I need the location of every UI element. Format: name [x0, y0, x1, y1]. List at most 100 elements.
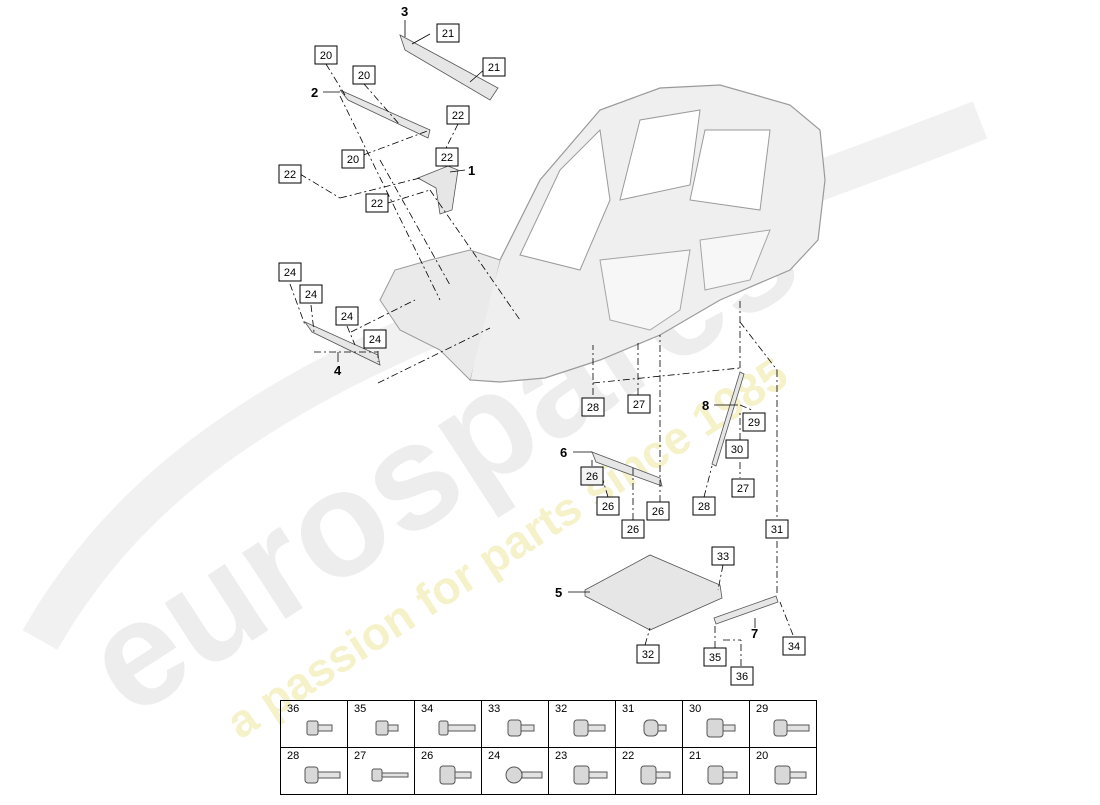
- fastener-row: 28 27 26 24 23 22 21 20: [280, 747, 817, 795]
- part-number-8: 8: [702, 398, 709, 413]
- bolt-icon: [438, 720, 476, 736]
- callout-32: 32: [636, 644, 660, 664]
- fastener-number: 22: [622, 750, 635, 762]
- svg-text:27: 27: [633, 399, 645, 411]
- callout-21-a: 21: [436, 23, 460, 43]
- bolt-icon: [773, 719, 810, 737]
- fastener-number: 29: [756, 703, 769, 715]
- fastener-number: 32: [555, 703, 568, 715]
- watermark: eurospares a passion for parts since 198…: [22, 101, 988, 748]
- callout-22-c: 22: [365, 193, 389, 213]
- fastener-cell: 29: [749, 700, 817, 748]
- part-5-floor-brace: [584, 554, 723, 631]
- fastener-cell: 33: [481, 700, 549, 748]
- callout-31: 31: [765, 519, 789, 539]
- fastener-number: 33: [488, 703, 501, 715]
- part-numbers: 3 2 1 4 6 8 5 7: [311, 4, 758, 641]
- svg-text:22: 22: [441, 152, 453, 164]
- fastener-number: 27: [354, 750, 367, 762]
- callout-24-d: 24: [363, 329, 387, 349]
- callout-28-a: 28: [581, 397, 605, 417]
- fastener-cell: 27: [347, 747, 415, 795]
- callout-28-b: 28: [692, 496, 716, 516]
- svg-text:30: 30: [731, 444, 743, 456]
- fastener-cell: 21: [682, 747, 750, 795]
- fastener-number: 28: [287, 750, 300, 762]
- bolt-icon: [306, 720, 333, 736]
- callout-35: 35: [703, 647, 727, 667]
- svg-text:31: 31: [771, 524, 783, 536]
- fastener-number: 30: [689, 703, 702, 715]
- fastener-cell: 32: [548, 700, 616, 748]
- part-number-6: 6: [560, 445, 567, 460]
- part-number-1: 1: [468, 163, 475, 178]
- fastener-cell: 22: [615, 747, 683, 795]
- svg-text:33: 33: [717, 551, 729, 563]
- fastener-cell: 34: [414, 700, 482, 748]
- car-body-shell: [379, 84, 826, 383]
- callout-24-c: 24: [335, 306, 359, 326]
- part-number-3: 3: [401, 4, 408, 19]
- callout-26-a: 26: [580, 466, 604, 486]
- part-4-rail: [303, 321, 381, 366]
- callout-22-a: 22: [446, 105, 470, 125]
- bolt-icon: [304, 766, 341, 784]
- part-1-pillar: [417, 165, 459, 215]
- fastener-cell: 26: [414, 747, 482, 795]
- svg-text:27: 27: [737, 483, 749, 495]
- svg-text:29: 29: [748, 417, 760, 429]
- fastener-row: 36 35 34 33 32 31 30 29: [280, 700, 817, 748]
- svg-text:22: 22: [452, 110, 464, 122]
- part-6-sill: [591, 451, 663, 487]
- callout-27-a: 27: [627, 394, 651, 414]
- svg-text:24: 24: [369, 334, 381, 346]
- callout-26-d: 26: [646, 501, 670, 521]
- svg-text:32: 32: [642, 649, 654, 661]
- fastener-cell: 36: [280, 700, 348, 748]
- bolt-icon: [573, 765, 608, 785]
- callout-30: 30: [725, 439, 749, 459]
- bolt-icon: [375, 720, 399, 736]
- callout-27-b: 27: [731, 478, 755, 498]
- svg-text:28: 28: [698, 501, 710, 513]
- svg-text:34: 34: [788, 641, 800, 653]
- svg-text:22: 22: [284, 169, 296, 181]
- fastener-number: 36: [287, 703, 300, 715]
- bolt-icon: [706, 718, 736, 738]
- svg-text:26: 26: [627, 524, 639, 536]
- callout-33: 33: [711, 546, 735, 566]
- part-number-5: 5: [555, 585, 562, 600]
- fastener-cell: 30: [682, 700, 750, 748]
- callout-20-c: 20: [341, 149, 365, 169]
- svg-text:35: 35: [709, 652, 721, 664]
- fastener-cell: 28: [280, 747, 348, 795]
- bolt-icon: [774, 765, 807, 785]
- part-number-4: 4: [334, 363, 342, 378]
- svg-text:28: 28: [587, 402, 599, 414]
- fastener-cell: 23: [548, 747, 616, 795]
- fastener-cell: 31: [615, 700, 683, 748]
- svg-text:22: 22: [371, 198, 383, 210]
- fastener-table: 36 35 34 33 32 31 30 29 28 27 26 24 23 2…: [280, 700, 817, 795]
- bolt-icon: [507, 719, 535, 737]
- svg-text:20: 20: [347, 154, 359, 166]
- fastener-number: 35: [354, 703, 367, 715]
- callout-29: 29: [742, 412, 766, 432]
- part-2-strut: [339, 89, 431, 139]
- bolt-icon: [643, 719, 667, 737]
- svg-text:24: 24: [305, 289, 317, 301]
- part-8-rod: [711, 371, 745, 467]
- svg-text:21: 21: [488, 62, 500, 74]
- callout-22-b: 22: [278, 164, 302, 184]
- svg-text:26: 26: [602, 501, 614, 513]
- part-number-7: 7: [751, 626, 758, 641]
- bolt-icon: [573, 719, 606, 737]
- callout-20-b: 20: [352, 65, 376, 85]
- svg-text:26: 26: [586, 471, 598, 483]
- callout-34: 34: [782, 636, 806, 656]
- fastener-number: 21: [689, 750, 702, 762]
- callout-21-b: 21: [482, 57, 506, 77]
- fastener-cell: 20: [749, 747, 817, 795]
- fastener-number: 34: [421, 703, 434, 715]
